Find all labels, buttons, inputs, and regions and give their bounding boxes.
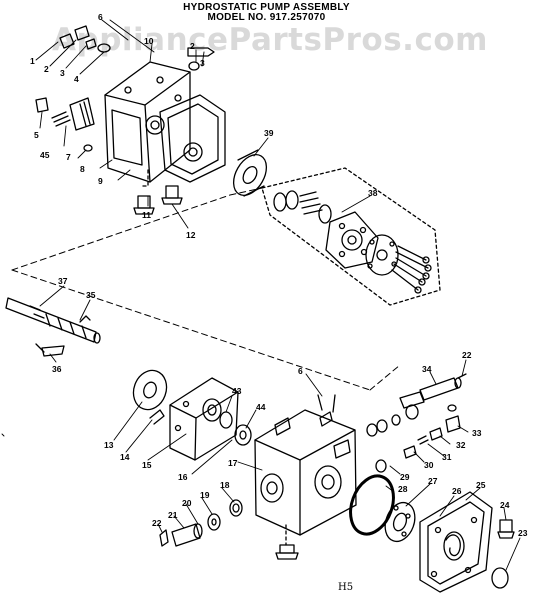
leader-lines <box>1 19 521 571</box>
seal-23 <box>491 567 509 589</box>
callout-25: 25 <box>476 480 486 490</box>
callout-39: 39 <box>264 128 274 138</box>
input-shaft-37 <box>5 297 101 344</box>
callout-34: 34 <box>422 364 432 374</box>
callout-35: 35 <box>86 290 96 300</box>
callout-13: 13 <box>104 440 114 450</box>
callout-8: 8 <box>80 164 85 174</box>
retaining-ring-14 <box>149 409 165 425</box>
alignment-lines <box>11 187 401 391</box>
callout-37: 37 <box>58 276 68 286</box>
callout-33: 33 <box>472 428 482 438</box>
callout-12: 12 <box>186 230 196 240</box>
callout-2: 2 <box>44 64 49 74</box>
callout-23: 23 <box>518 528 528 538</box>
callout-22-right: 22 <box>462 350 472 360</box>
callout-24: 24 <box>500 500 510 510</box>
callout-26: 26 <box>452 486 462 496</box>
callout-14: 14 <box>120 452 130 462</box>
watermark-logo: AppliancePartsPros.com <box>52 22 488 58</box>
callout-43: 43 <box>232 386 242 396</box>
callout-3: 3 <box>60 68 65 78</box>
model-number: MODEL NO. 917.257070 <box>207 12 326 23</box>
callout-labels: 6 1 2 3 4 2 3 10 5 45 7 8 9 11 12 39 38 … <box>30 12 528 538</box>
cylinder-block-kit <box>261 167 441 306</box>
callout-10: 10 <box>144 36 154 46</box>
lower-small-parts <box>159 499 243 547</box>
thrust-washer-13 <box>132 369 168 411</box>
page-code: H5 <box>338 582 354 593</box>
callout-28: 28 <box>398 484 408 494</box>
callout-36: 36 <box>52 364 62 374</box>
swashplate-15 <box>169 377 239 461</box>
callout-19: 19 <box>200 490 210 500</box>
callout-5: 5 <box>34 130 39 140</box>
callout-18: 18 <box>220 480 230 490</box>
end-cap-25 <box>419 491 493 593</box>
callout-22-left: 22 <box>152 518 162 528</box>
seal-plate-39 <box>232 149 268 197</box>
diagram-title: HYDROSTATIC PUMP ASSEMBLY <box>183 2 350 13</box>
callout-38: 38 <box>368 188 378 198</box>
callout-6-top: 6 <box>98 12 103 22</box>
gerotor-27 <box>384 501 416 543</box>
callout-17: 17 <box>228 458 238 468</box>
small-fittings <box>35 25 215 215</box>
charge-pump-housing <box>104 61 191 183</box>
callout-7: 7 <box>66 152 71 162</box>
o-ring-28 <box>349 474 395 536</box>
callout-16: 16 <box>178 472 188 482</box>
callout-30: 30 <box>424 460 434 470</box>
callout-11: 11 <box>142 210 151 220</box>
callout-1: 1 <box>30 56 35 66</box>
callout-31: 31 <box>442 452 452 462</box>
callout-32: 32 <box>456 440 466 450</box>
callout-44: 44 <box>256 402 266 412</box>
valve-parts <box>366 404 461 459</box>
callout-20: 20 <box>182 498 192 508</box>
callout-45: 45 <box>40 150 50 160</box>
cylinder-block <box>273 190 432 294</box>
callout-6-middle: 6 <box>298 366 303 376</box>
callout-15: 15 <box>142 460 152 470</box>
callout-21: 21 <box>168 510 178 520</box>
callout-4: 4 <box>74 74 79 84</box>
callout-9: 9 <box>98 176 103 186</box>
callout-3-right: 3 <box>200 58 205 68</box>
charge-shaft-34 <box>399 373 467 409</box>
callout-27: 27 <box>428 476 438 486</box>
callout-29: 29 <box>400 472 410 482</box>
callout-2-right: 2 <box>190 41 195 51</box>
housing-gasket <box>159 94 226 183</box>
shaft-key-36 <box>35 343 65 357</box>
plug-24 <box>497 519 515 539</box>
main-pump-housing-17 <box>254 394 387 560</box>
bearing-43-44 <box>219 411 252 446</box>
